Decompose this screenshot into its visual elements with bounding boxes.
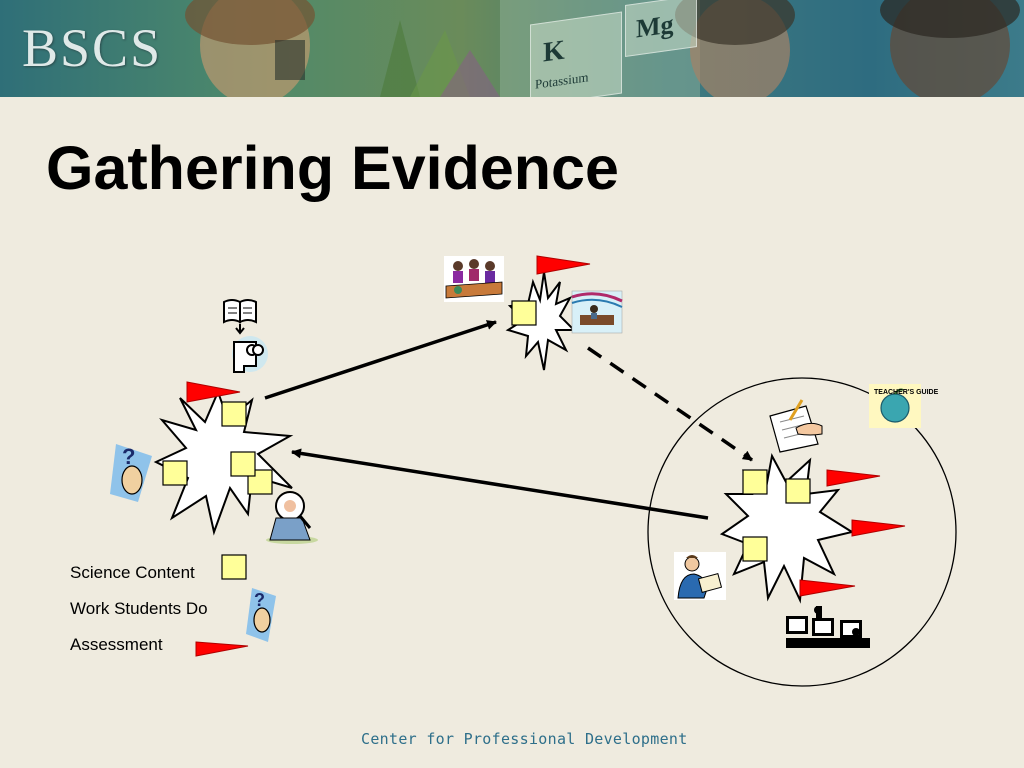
flag-top [536,255,591,275]
sticky-note [785,478,811,504]
legend-assessment: Assessment [70,635,163,654]
magnifier-person-icon [266,491,318,544]
svg-text:?: ? [122,444,135,469]
arrow-left-to-top [264,320,497,400]
sticky-note-legend [221,554,247,580]
svg-text:?: ? [254,590,265,610]
teachers-guide-label: TEACHER'S GUIDE [874,389,939,396]
head-gears-icon [232,336,268,373]
writing-hand-icon [769,399,823,453]
arrow-right-to-left [291,448,709,520]
flag-right-2 [851,519,906,537]
reading-person-icon [674,552,726,600]
header-banner: K Potassium Mg BSCS [0,0,1024,97]
slide-title: Gathering Evidence [46,134,619,202]
teachers-guide-icon: TEACHER'S GUIDE [869,384,939,428]
flag-right-3 [799,579,856,597]
arrow-top-to-right-dashed [587,346,753,462]
question-student-legend-icon: ? [246,588,276,642]
footer-text: Center for Professional Development [361,730,688,748]
sticky-note [511,300,537,326]
assessment-circle [647,377,957,687]
group-at-table-icon [444,256,504,302]
flag-right-1 [826,469,881,487]
computer-lab-icon [786,606,870,648]
legend-science-content: Science Content [70,563,195,582]
sticky-note [742,536,768,562]
legend-work-students-do: Work Students Do [70,599,208,618]
book-icon [223,299,257,335]
sticky-note [742,469,768,495]
sticky-note [230,451,256,477]
sticky-note [221,401,247,427]
flag-legend [195,641,249,657]
bscs-logo: BSCS [22,18,163,78]
sticky-note [162,460,188,486]
question-student-icon: ? [110,444,152,502]
classroom-scene-icon [571,290,623,334]
flag-left [186,381,241,403]
